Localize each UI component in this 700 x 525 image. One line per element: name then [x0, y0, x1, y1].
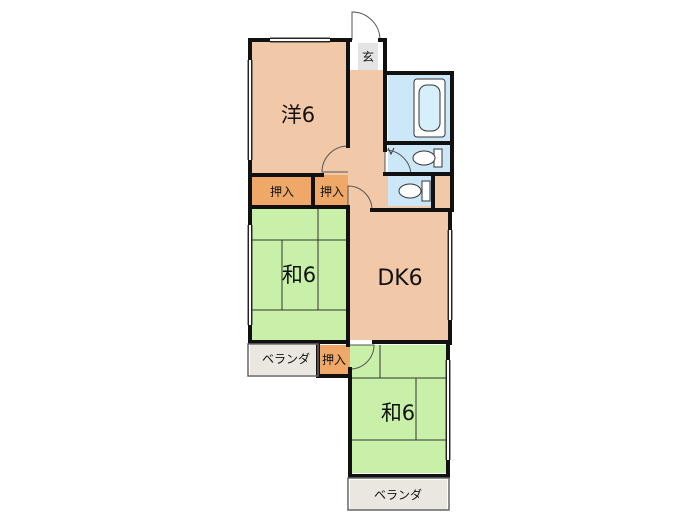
closet-lower-label: 押入 — [322, 353, 346, 367]
tatami-seams-upper — [250, 208, 346, 311]
corridor — [348, 70, 385, 210]
lower-room-door-swing — [349, 344, 375, 370]
bathtub-basin-icon — [418, 84, 441, 132]
closet-lower-area — [318, 345, 350, 375]
balcony-upper-outline — [247, 343, 319, 377]
japanese-room-lower — [350, 345, 447, 473]
balcony-upper-label: ベランダ — [262, 351, 310, 366]
closet-left-area — [250, 175, 312, 205]
japanese-room-upper-label: 和6 — [282, 263, 316, 287]
wash-basin-tank-icon — [421, 180, 431, 202]
entrance-area — [358, 43, 378, 70]
entrance-door-swing — [351, 11, 381, 41]
western-room-label: 洋6 — [281, 103, 315, 127]
balcony-lower-area — [350, 480, 447, 510]
dk-door-swing — [347, 185, 373, 211]
western-room-door-swing — [321, 145, 349, 173]
closet-right-label: 押入 — [320, 185, 344, 199]
japanese-room-upper — [250, 208, 346, 340]
western-room — [250, 40, 348, 175]
balcony-lower-label: ベランダ — [374, 487, 422, 502]
balcony-upper-area — [250, 345, 318, 375]
wash-basin-icon — [398, 183, 422, 199]
toilet-icon — [412, 150, 436, 166]
japanese-room-lower-label: 和6 — [381, 401, 415, 425]
balcony-lower-outline — [347, 477, 450, 511]
dining-kitchen-label: DK6 — [377, 266, 422, 291]
dining-kitchen — [350, 210, 450, 340]
closet-left-label: 押入 — [270, 185, 294, 199]
entrance-label: 玄 — [362, 49, 374, 64]
closet-right-area — [314, 175, 348, 205]
tatami-seams-lower — [350, 345, 447, 441]
